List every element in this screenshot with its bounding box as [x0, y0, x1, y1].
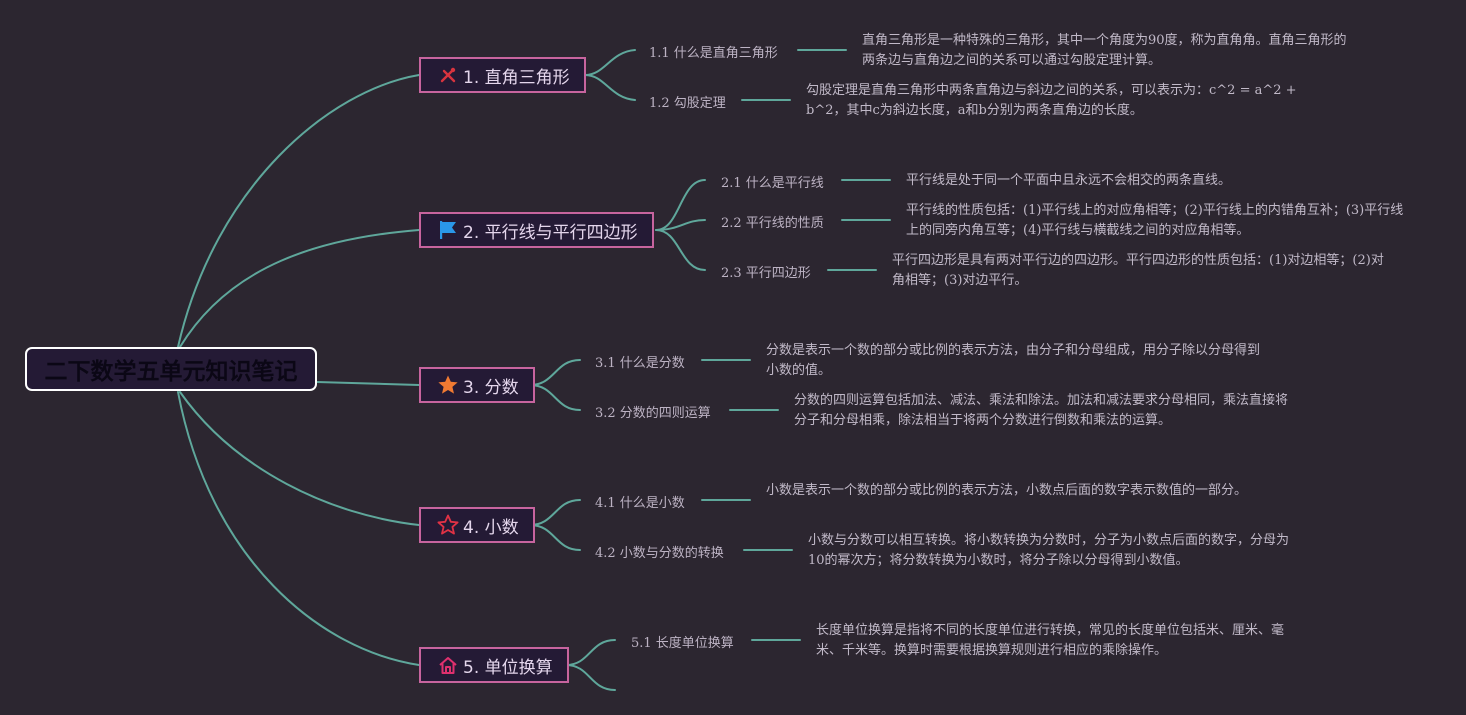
topic-label: 5. 单位换算 [463, 657, 553, 678]
description-1-2: 勾股定理是直角三角形中两条直角边与斜边之间的关系，可以表示为：c^2 = a^2… [806, 83, 1297, 118]
description-2-1: 平行线是处于同一个平面中且永远不会相交的两条直线。 [906, 173, 1232, 188]
subtopic-1-1[interactable]: 1.1 什么是直角三角形 [649, 46, 778, 61]
subtopic-4-2[interactable]: 4.2 小数与分数的转换 [595, 546, 724, 561]
subtopic-3-1[interactable]: 3.1 什么是分数 [595, 356, 685, 371]
topic-label: 1. 直角三角形 [463, 67, 570, 88]
subtopic-5-1[interactable]: 5.1 长度单位换算 [631, 636, 734, 651]
description-4-1: 小数是表示一个数的部分或比例的表示方法，小数点后面的数字表示数值的一部分。 [766, 483, 1248, 498]
subtopic-2-2[interactable]: 2.2 平行线的性质 [721, 216, 824, 231]
topic-node-2[interactable]: 2. 平行线与平行四边形 [419, 212, 654, 248]
topic-label: 2. 平行线与平行四边形 [463, 222, 638, 243]
description-3-2: 分数的四则运算包括加法、减法、乘法和除法。加法和减法要求分母相同，乘法直接将分子… [794, 393, 1289, 428]
topic-node-3[interactable]: 3. 分数 [419, 367, 535, 403]
description-2-2: 平行线的性质包括：(1)平行线上的对应角相等；(2)平行线上的内错角互补；(3)… [906, 203, 1404, 238]
subtopic-2-1[interactable]: 2.1 什么是平行线 [721, 176, 824, 191]
root-node[interactable]: 二下数学五单元知识笔记 [25, 347, 317, 391]
topic-label: 3. 分数 [463, 377, 519, 398]
description-3-1: 分数是表示一个数的部分或比例的表示方法，由分子和分母组成，用分子除以分母得到小数… [766, 343, 1261, 378]
topic-node-5[interactable]: 5. 单位换算 [419, 647, 569, 683]
subtopic-3-2[interactable]: 3.2 分数的四则运算 [595, 406, 711, 421]
orange-star-icon [437, 374, 459, 396]
subtopic-1-2[interactable]: 1.2 勾股定理 [649, 96, 726, 111]
subtopic-4-1[interactable]: 4.1 什么是小数 [595, 496, 685, 511]
blue-flag-icon [437, 219, 459, 241]
root-title: 二下数学五单元知识笔记 [44, 359, 298, 385]
tools-icon [437, 64, 459, 86]
topic-node-4[interactable]: 4. 小数 [419, 507, 535, 543]
red-star-outline-icon [437, 514, 459, 536]
topic-label: 4. 小数 [463, 517, 519, 538]
description-2-3: 平行四边形是具有两对平行边的四边形。平行四边形的性质包括：(1)对边相等；(2)… [892, 253, 1384, 288]
subtopic-2-3[interactable]: 2.3 平行四边形 [721, 266, 811, 281]
description-4-2: 小数与分数可以相互转换。将小数转换为分数时，分子为小数点后面的数字，分母为10的… [808, 533, 1290, 568]
house-icon [437, 654, 459, 676]
description-1-1: 直角三角形是一种特殊的三角形，其中一个角度为90度，称为直角角。直角三角形的两条… [862, 33, 1347, 68]
description-5-1: 长度单位换算是指将不同的长度单位进行转换，常见的长度单位包括米、厘米、毫米、千米… [816, 623, 1285, 658]
topic-node-1[interactable]: 1. 直角三角形 [419, 57, 586, 93]
